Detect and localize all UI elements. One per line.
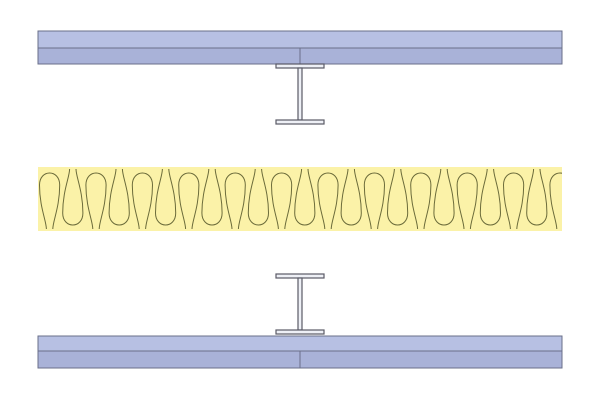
- top-plasterboard: [37, 30, 563, 65]
- bottom-stud-lower-flange: [275, 329, 325, 335]
- top-stud-web: [297, 67, 303, 121]
- top-stud-lower-flange: [275, 119, 325, 125]
- insulation-fibre-loop: [502, 172, 525, 230]
- insulation-fibre-loop: [108, 168, 130, 226]
- insulation-fibre-loop: [224, 172, 246, 230]
- insulation-fibre-loop: [178, 172, 200, 230]
- insulation-fibre-loop: [294, 168, 316, 226]
- mineral-wool-insulation: [38, 167, 562, 231]
- insulation-fibre-loop: [340, 168, 362, 226]
- insulation-fibre-loop: [479, 168, 502, 226]
- insulation-fibre-loop: [85, 172, 107, 230]
- insulation-fibre-loop: [247, 168, 270, 226]
- top-steel-stud: [275, 63, 325, 125]
- insulation-fibre-loop: [38, 172, 61, 230]
- insulation-fibre-loop: [154, 168, 177, 226]
- insulation-fibre-loop: [317, 172, 339, 230]
- insulation-fibre-loop: [456, 172, 478, 230]
- top-board-upper-layer: [37, 30, 563, 50]
- bottom-stud-upper-flange: [275, 273, 325, 279]
- insulation-fibre-loop: [433, 168, 455, 226]
- insulation-fibre-loop: [549, 172, 562, 230]
- insulation-fibre-loop: [131, 172, 154, 230]
- bottom-board-upper-layer: [37, 335, 563, 353]
- bottom-steel-stud: [275, 273, 325, 335]
- insulation-fibre-loop: [270, 172, 293, 230]
- insulation-fibre-loop: [410, 172, 432, 230]
- insulation-fibre-loop: [62, 168, 84, 226]
- insulation-fibre-loop: [363, 172, 386, 230]
- bottom-plasterboard: [37, 335, 563, 369]
- insulation-fibre-loop: [526, 168, 548, 226]
- bottom-stud-web: [297, 277, 303, 331]
- insulation-fibre-loops: [38, 168, 562, 230]
- insulation-fibre-loop: [201, 168, 223, 226]
- insulation-fibre-loop: [386, 168, 409, 226]
